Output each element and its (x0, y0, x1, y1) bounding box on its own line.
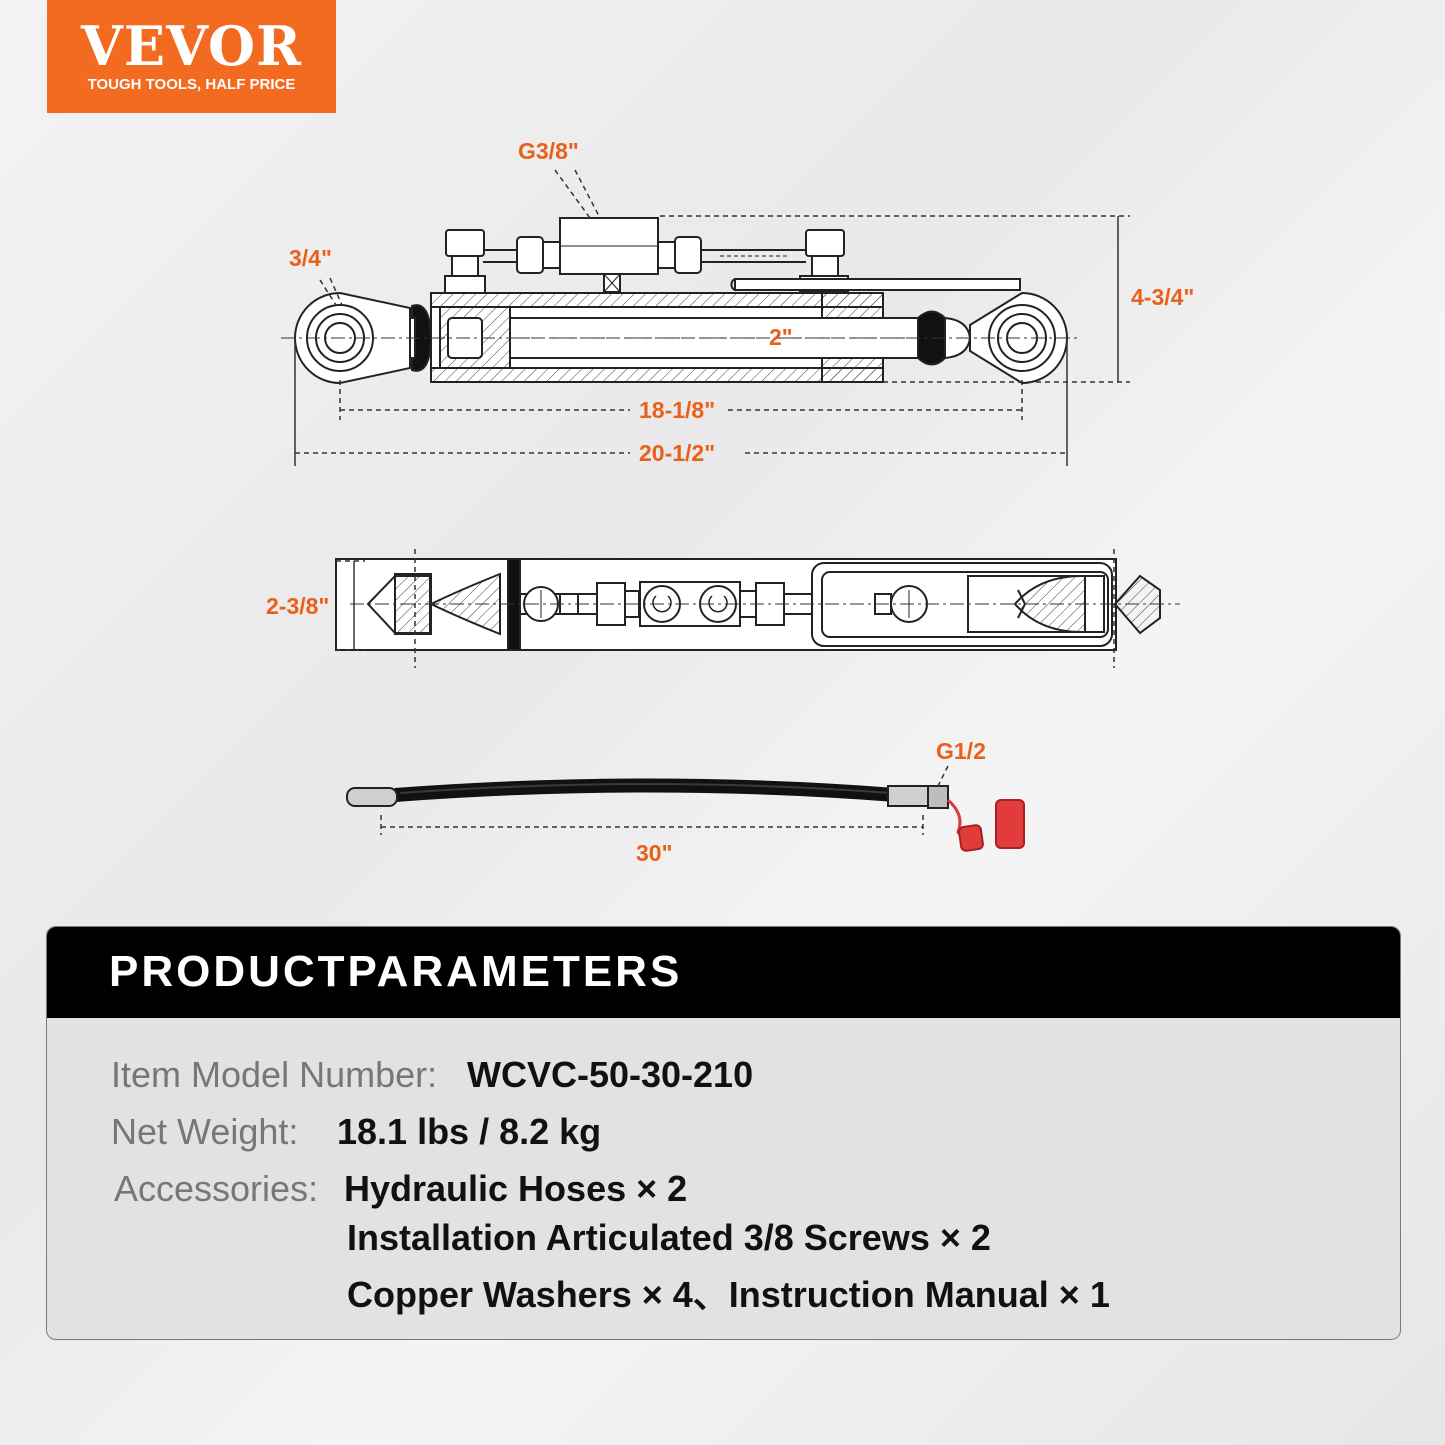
accessory-item: Hydraulic Hoses × 2 (344, 1168, 688, 1209)
accessory-item: Copper Washers × 4、Instruction Manual × … (347, 1274, 1110, 1315)
accessories-label: Accessories: (114, 1168, 319, 1209)
dim-retracted-length: 18-1/8" (639, 397, 715, 423)
dim-bore: 2" (769, 324, 793, 350)
dim-width: 2-3/8" (266, 593, 329, 619)
top-view-dimensions (336, 549, 1180, 668)
product-parameters-panel: PRODUCTPARAMETERS Item Model Number: WCV… (46, 926, 1401, 1340)
panel-header: PRODUCTPARAMETERS (47, 927, 1400, 1018)
hose-dimensions (380, 765, 949, 835)
brand-name: VEVOR (81, 14, 302, 78)
weight-value: 18.1 lbs / 8.2 kg (337, 1111, 602, 1152)
cylinder-drawing: G3/8" 3/4" 2" 4-3/4" 18-1/8" 20-1/2" (266, 138, 1194, 866)
panel-title: PRODUCTPARAMETERS (109, 947, 683, 996)
side-view (293, 217, 1068, 385)
dim-hose-fitting: G1/2 (936, 738, 986, 764)
dim-overall-length: 20-1/2" (639, 440, 715, 466)
brand-tagline: TOUGH TOOLS, HALF PRICE (87, 76, 296, 93)
hydraulic-hose (346, 778, 1025, 852)
dim-hose-length: 30" (636, 840, 673, 866)
side-view-dimensions (281, 169, 1130, 466)
model-value: WCVC-50-30-210 (467, 1054, 754, 1095)
dim-height: 4-3/4" (1131, 284, 1194, 310)
dim-port-thread: G3/8" (518, 138, 579, 164)
accessory-item: Installation Articulated 3/8 Screws × 2 (347, 1217, 991, 1258)
model-label: Item Model Number: (111, 1054, 438, 1095)
weight-label: Net Weight: (111, 1111, 299, 1152)
brand-logo: VEVOR TOUGH TOOLS, HALF PRICE (47, 0, 336, 113)
dim-pin-diameter: 3/4" (289, 245, 332, 271)
